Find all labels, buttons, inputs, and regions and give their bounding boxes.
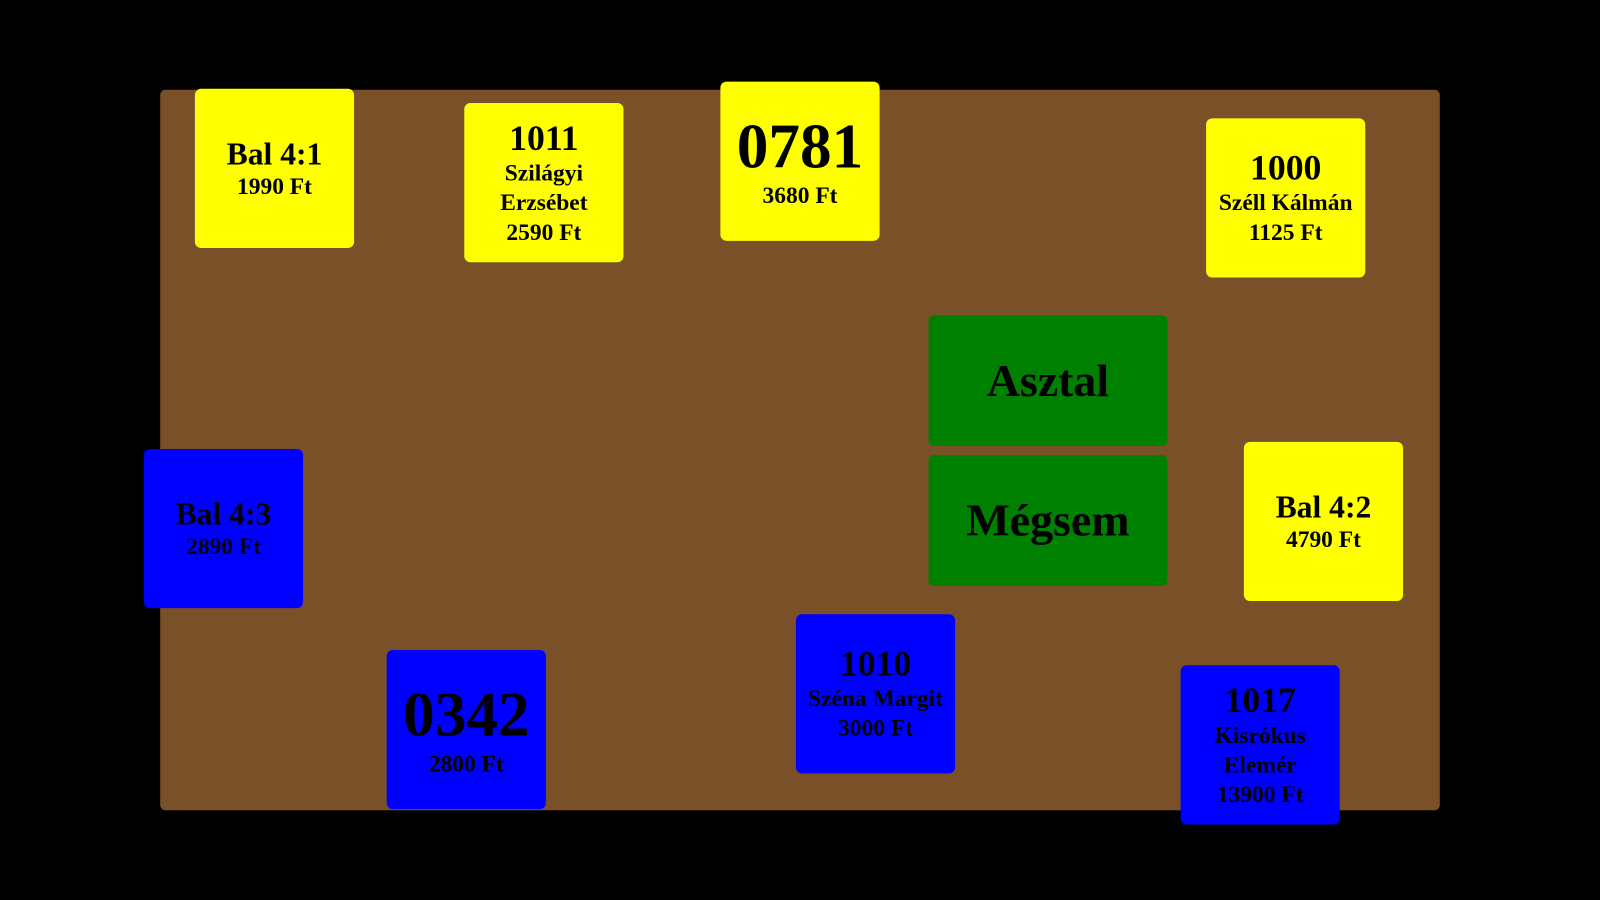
seat-price: 13900 Ft <box>1216 781 1304 807</box>
seat-title: 0342 <box>403 680 530 750</box>
seat-title: 1011 <box>509 117 579 158</box>
seat-card-1000[interactable]: 1000 Széll Kálmán 1125 Ft <box>1206 118 1366 278</box>
seat-price: 3000 Ft <box>838 715 913 741</box>
cancel-button[interactable]: Mégsem <box>928 455 1168 586</box>
seat-title: Bal 4:1 <box>226 135 323 171</box>
seat-name: Széll Kálmán <box>1218 189 1353 216</box>
seat-card-1011[interactable]: 1011 Szilágyi Erzsébet 2590 Ft <box>464 103 624 263</box>
seat-name: Kisrókus <box>1214 721 1306 748</box>
seat-price: 2590 Ft <box>506 218 582 245</box>
seat-card-bal-4-3[interactable]: Bal 4:3 2890 Ft <box>143 448 304 609</box>
seat-card-1017[interactable]: 1017 Kisrókus Elemér 13900 Ft <box>1180 665 1340 825</box>
seat-title: Bal 4:3 <box>175 495 272 532</box>
seat-card-bal-4-1[interactable]: Bal 4:1 1990 Ft <box>194 88 355 248</box>
seat-title: 1017 <box>1224 680 1296 720</box>
seat-card-1010[interactable]: 1010 Széna Margit 3000 Ft <box>795 614 956 774</box>
seat-card-0781[interactable]: 0781 3680 Ft <box>720 81 880 241</box>
seat-title: 0781 <box>736 111 864 182</box>
seat-title: 1010 <box>839 643 912 684</box>
table-button[interactable]: Asztal <box>928 315 1168 446</box>
seat-price: 2800 Ft <box>428 750 504 777</box>
seat-price: 4790 Ft <box>1285 526 1361 552</box>
seat-title: Bal 4:2 <box>1275 488 1372 524</box>
seat-card-0342[interactable]: 0342 2800 Ft <box>386 649 546 810</box>
seat-price: 1990 Ft <box>237 172 312 199</box>
seat-card-bal-4-2[interactable]: Bal 4:2 4790 Ft <box>1243 441 1404 602</box>
seat-title: 1000 <box>1249 147 1322 188</box>
seat-name: Erzsébet <box>500 189 588 215</box>
seat-name: Elemér <box>1223 751 1297 778</box>
seat-name: Széna Margit <box>808 685 943 712</box>
seat-price: 2890 Ft <box>185 533 261 559</box>
seat-price: 1125 Ft <box>1248 219 1323 245</box>
seat-price: 3680 Ft <box>762 182 838 208</box>
seat-name: Szilágyi <box>504 159 583 186</box>
